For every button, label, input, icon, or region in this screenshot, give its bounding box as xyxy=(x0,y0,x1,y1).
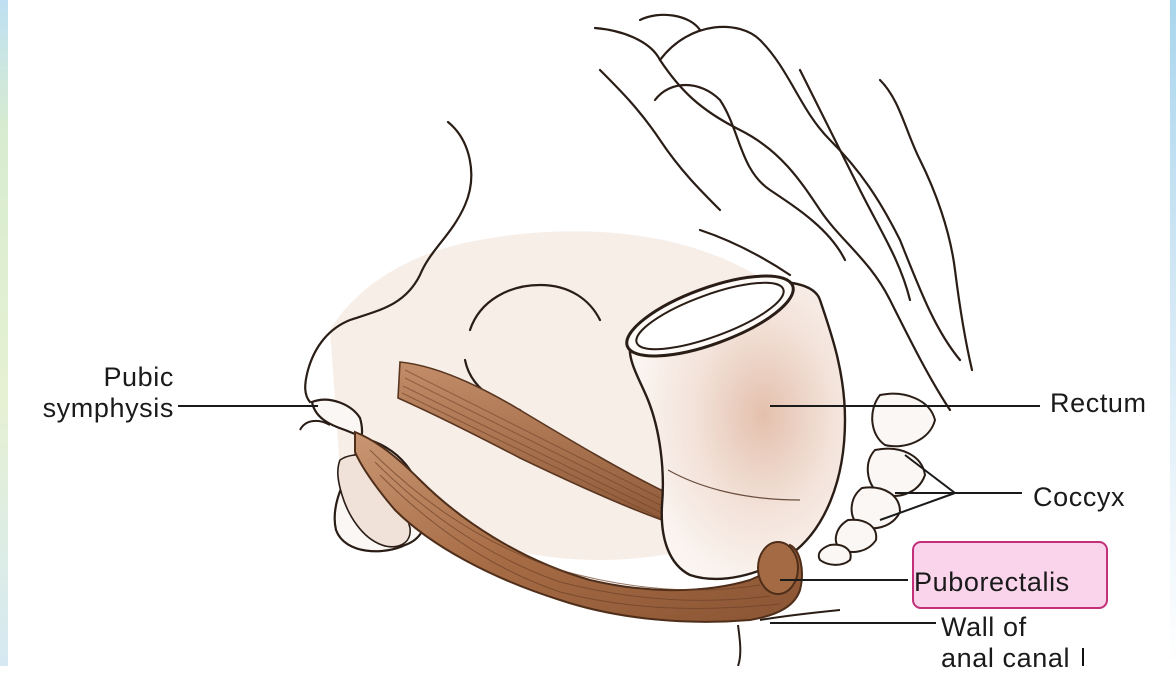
label-pubic-symphysis: Pubic symphysis xyxy=(18,362,174,424)
label-coccyx: Coccyx xyxy=(1033,482,1125,513)
label-wall-line-1: Wall of xyxy=(941,612,1070,643)
label-puborectalis-highlight: Puborectalis xyxy=(912,541,1108,609)
label-wall-of-anal-canal: Wall of anal canal xyxy=(941,612,1070,674)
label-puborectalis: Puborectalis xyxy=(914,567,1070,598)
label-wall-line-2: anal canal xyxy=(941,643,1070,674)
label-pubic-line-2: symphysis xyxy=(18,393,174,424)
label-pubic-line-1: Pubic xyxy=(18,362,174,393)
label-rectum: Rectum xyxy=(1050,388,1147,419)
text-cursor xyxy=(1082,648,1084,666)
